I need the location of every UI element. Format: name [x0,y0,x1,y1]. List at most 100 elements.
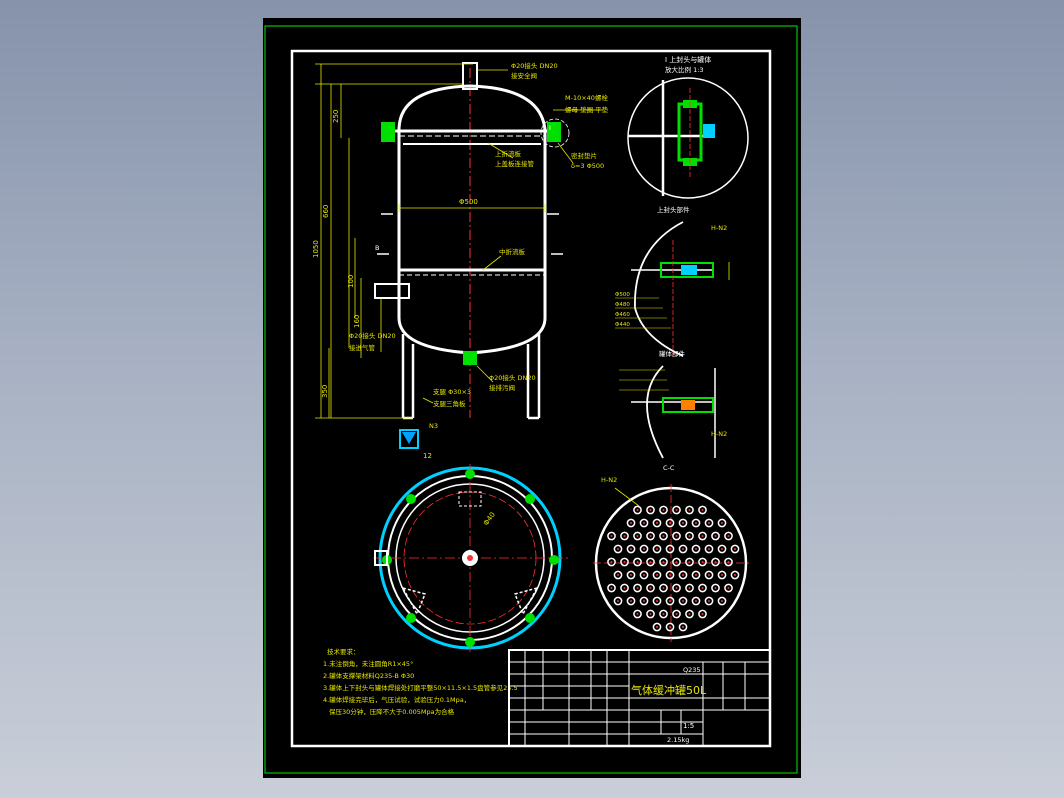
hole-center-mark [649,613,652,615]
dim-lower-a: 100 [347,275,355,288]
perforation-hole [698,557,707,567]
perforation-hole [698,609,707,619]
hole-center-mark [701,509,704,511]
hole-center-mark [617,600,619,602]
hole-center-mark [701,613,704,615]
outer-frame [264,25,798,774]
hole-center-mark [701,587,704,589]
perforation-hole [678,518,688,528]
hole-center-mark [656,574,658,576]
perforation-hole [691,570,701,580]
perforation-hole [717,518,727,528]
perforation-hole [607,531,616,541]
perforation-hole [691,544,701,554]
hole-center-mark [682,600,684,602]
dimension-text: 1050 660 250 Φ500 100 160 350 12 Φ40 [312,110,497,528]
perforation-hole [639,544,649,554]
note-line-3: 3.罐体上下封头与罐体焊接处打磨平整50×11.5×1.5盘管参见25.5 [323,683,518,692]
callout-bottom-nozzle-sub: 接排污阀 [489,383,515,392]
hole-center-mark [727,535,730,537]
hole-center-mark [643,600,645,602]
perforation-hole [672,505,681,515]
perforation-hole [704,596,714,606]
perforation-hole [639,518,649,528]
perforation-hole [620,531,629,541]
hole-center-mark [630,522,632,524]
callout-leg-sub: 支腿三角板 [433,399,466,408]
hole-center-mark [656,600,658,602]
detail-1-title: Ⅰ 上封头与罐体 [665,55,711,64]
hole-center-mark [636,613,639,615]
hole-center-mark [708,574,710,576]
hole-center-mark [727,587,730,589]
hole-center-mark [727,561,730,563]
perforation-hole [691,596,701,606]
callout-bottom-nozzle: Φ20接头 DN20 [489,373,536,382]
hole-center-mark [610,561,613,563]
perforation-hole [613,570,623,580]
hole-center-mark [734,548,736,550]
perforation-hole [659,531,668,541]
hole-center-mark [623,561,626,563]
hole-center-mark [656,548,658,550]
perforation-hole [620,583,629,593]
perforation-hole [626,544,636,554]
hole-center-mark [636,561,639,563]
perforation-hole [665,596,675,606]
callout-mid-plate: 中折流板 [499,247,526,256]
perforation-hole [730,570,740,580]
perforation-hole [704,544,714,554]
perforation-hole [685,505,694,515]
hole-center-mark [662,587,665,589]
perforation-hole [633,505,642,515]
hole-center-mark [682,574,684,576]
perforation-hole [717,544,727,554]
perforation-hole [698,505,707,515]
hole-center-mark [695,574,697,576]
hole-center-mark [721,600,723,602]
perforation-hole [646,557,655,567]
hole-center-mark [610,535,613,537]
perforation-hole [646,583,655,593]
hole-center-mark [610,587,613,589]
perforation-hole [711,557,720,567]
perforation-hole [633,557,642,567]
hole-center-mark [721,548,723,550]
perforation-hole [626,570,636,580]
hole-center-mark [669,600,671,602]
plate-weld: H-N2 [601,476,617,484]
hole-center-mark [649,561,652,563]
perforation-hole [685,531,694,541]
hole-center-mark [662,535,665,537]
perforation-hole [724,583,733,593]
perforation-hole [698,583,707,593]
vessel-elevation [374,62,570,449]
notes-heading: 技术要求： [327,647,360,656]
hole-center-mark [714,587,717,589]
dimension-lines [315,63,603,419]
perforation-hole [646,531,655,541]
callout-marker-b: B [375,244,379,252]
perforation-hole [633,609,642,619]
dim-lower-b: 160 [353,315,361,328]
callout-flange-sub: 螺母 垫圈 平垫 [565,105,609,114]
perforation-hole [711,583,720,593]
detail-3-title: 罐体部件 [659,349,686,358]
dim-leg-height: 350 [321,385,329,398]
perforation-hole [646,505,655,515]
perforation-hole [626,518,636,528]
perforation-hole [672,609,681,619]
hole-center-mark [682,548,684,550]
hole-center-mark [662,509,665,511]
hole-center-mark [721,522,723,524]
title-scale: 1:5 [683,722,694,730]
hole-center-mark [688,587,691,589]
hole-center-mark [721,574,723,576]
hole-center-mark [662,561,665,563]
perforation-hole [730,544,740,554]
plate-d2: Φ480 [615,302,630,308]
detail-view-1: Ⅰ 上封头与罐体 放大比例 1:3 [627,55,749,199]
hole-center-mark [630,600,632,602]
callout-top-nozzle-sub: 接安全阀 [511,71,537,80]
callout-flange: M-10×40螺栓 [565,93,608,102]
